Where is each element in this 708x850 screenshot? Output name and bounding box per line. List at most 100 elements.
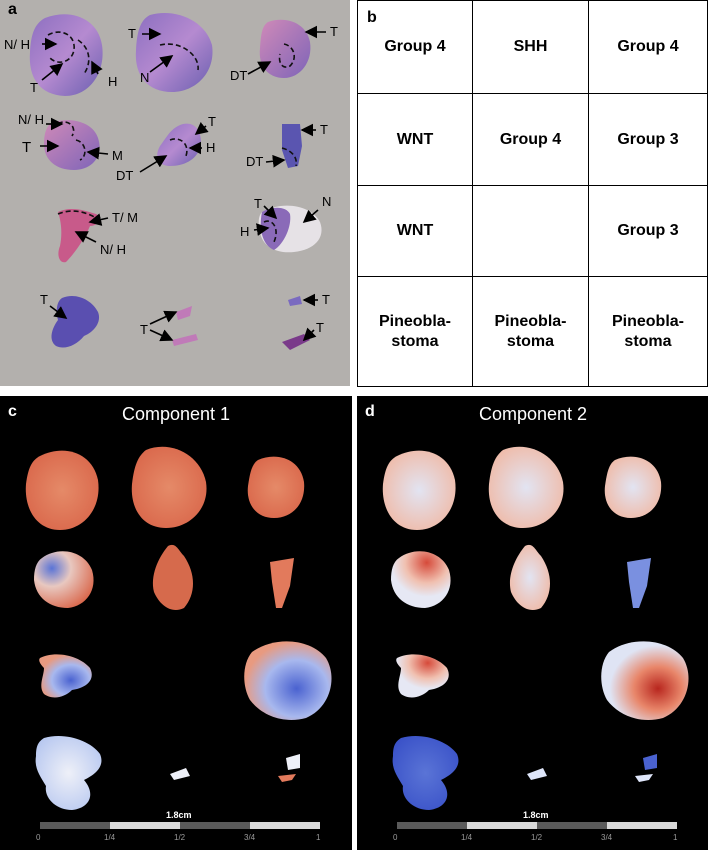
tissue-r2-c2 <box>509 544 550 611</box>
dashed-region <box>263 220 277 243</box>
tissue-r4-c2 <box>527 768 547 780</box>
annotation-t: T <box>316 320 324 335</box>
scale-length-label: 1.8cm <box>166 810 192 820</box>
dashed-region <box>75 139 86 161</box>
tissue-r3-c3 <box>244 641 332 720</box>
grid-cell: Group 4 <box>358 1 473 94</box>
scale-tick: 1/4 <box>461 833 473 842</box>
annotation-n: N <box>140 70 149 85</box>
section-r2-c2 <box>157 123 201 166</box>
tissue-r4-c2 <box>170 768 190 780</box>
panel-a-histology: a <box>0 0 350 386</box>
scale-tick: 3/4 <box>601 833 613 842</box>
scale-tick: 1 <box>673 833 678 842</box>
scale-bar: 0 1/4 1/2 3/4 1 1.8cm <box>36 810 321 842</box>
tissue-r3-c3 <box>601 641 689 720</box>
panel-label-d: d <box>365 403 375 420</box>
panel-d-component-2: 0 1/4 1/2 3/4 1 1.8cm Component 2 d <box>357 396 708 850</box>
annotation-nh: N/ H <box>100 242 126 257</box>
annotation-dt: DT <box>116 168 133 183</box>
section-r1-c3 <box>259 19 311 78</box>
annotation-dt: DT <box>246 154 263 169</box>
dashed-region <box>47 31 75 63</box>
annotation-n: N <box>322 194 331 209</box>
tissue-r1-c1 <box>25 450 99 530</box>
grid-cell: SHH <box>473 1 589 94</box>
tissue-r1-c3 <box>247 456 305 518</box>
section-r4-c2b <box>172 334 198 346</box>
annotation-m: M <box>112 148 123 163</box>
component-1-map: 0 1/4 1/2 3/4 1 1.8cm <box>25 446 332 842</box>
tissue-r2-c2 <box>152 544 193 611</box>
scale-tick: 1/2 <box>531 833 543 842</box>
histology-sections: N/ H T H T N T DT N/ H T M T H DT T DT T… <box>4 13 338 350</box>
grid-cell <box>473 186 589 277</box>
tissue-r1-c2 <box>488 446 564 528</box>
annotation-t: T <box>320 122 328 137</box>
dashed-region <box>169 138 188 157</box>
section-r4-c1 <box>51 295 100 348</box>
annotation-t: T <box>128 26 136 41</box>
tissue-r4-c3b <box>278 774 296 782</box>
tissue-r4-c3 <box>643 754 657 770</box>
annotation-dt: DT <box>230 68 247 83</box>
tissue-r2-c1 <box>34 551 94 608</box>
tissue-r2-c3 <box>270 558 294 608</box>
grid-cell: Pineobla- stoma <box>473 277 589 386</box>
component-2-map: 0 1/4 1/2 3/4 1 1.8cm <box>382 446 689 842</box>
grid-cell: Group 4 <box>473 94 589 186</box>
subgroup-grid: Group 4 SHH Group 4 WNT Group 4 Group 3 … <box>357 0 708 387</box>
scale-bar: 0 1/4 1/2 3/4 1 1.8cm <box>393 810 678 842</box>
annotation-t: T <box>208 114 216 129</box>
panel-c-component-1: 0 1/4 1/2 3/4 1 1.8cm Component 1 c <box>0 396 352 850</box>
section-r4-c2 <box>176 306 192 320</box>
annotation-h: H <box>206 140 215 155</box>
section-r1-c1 <box>29 14 103 97</box>
grid-cell: Group 3 <box>589 186 707 277</box>
annotation-h: H <box>108 74 117 89</box>
tissue-r1-c1 <box>382 450 456 530</box>
annotation-t: T <box>322 292 330 307</box>
tissue-r4-c3 <box>286 754 300 770</box>
grid-cell: WNT <box>358 94 473 186</box>
annotation-t: T <box>140 322 148 337</box>
section-r4-c3 <box>288 296 302 306</box>
tissue-r3-c1 <box>39 654 92 698</box>
tissue-r3-c1 <box>396 654 449 698</box>
panel-label-c: c <box>8 403 17 420</box>
annotation-nh: N/ H <box>4 37 30 52</box>
scale-tick: 1/4 <box>104 833 116 842</box>
section-r4-c3b <box>282 334 310 350</box>
grid-cell: Group 3 <box>589 94 707 186</box>
grid-cell: Pineobla- stoma <box>611 312 684 350</box>
scale-tick: 0 <box>393 833 398 842</box>
component-title: Component 1 <box>121 404 231 424</box>
scale-length-label: 1.8cm <box>523 810 549 820</box>
grid-cell: WNT <box>358 186 473 277</box>
scale-tick: 0 <box>36 833 41 842</box>
dashed-region <box>281 147 298 167</box>
section-r2-c3 <box>282 124 302 168</box>
scale-tick: 1 <box>316 833 321 842</box>
grid-cell: Group 4 <box>589 1 707 94</box>
component-title: Component 2 <box>478 404 588 424</box>
annotation-t: T <box>254 196 262 211</box>
tissue-r1-c2 <box>131 446 207 528</box>
scale-tick: 1/2 <box>174 833 186 842</box>
annotation-tm: T/ M <box>112 210 138 225</box>
annotation-t: T <box>30 80 38 95</box>
dashed-region <box>278 43 296 68</box>
dashed-region <box>159 43 199 71</box>
annotation-t: T <box>22 139 31 156</box>
tissue-r2-c3 <box>627 558 651 608</box>
tissue-r4-c1 <box>35 735 102 810</box>
annotation-nh: N/ H <box>18 112 44 127</box>
tissue-r1-c3 <box>604 456 662 518</box>
panel-label-a: a <box>8 1 17 18</box>
tissue-r2-c1 <box>391 551 451 608</box>
grid-cell: Pineobla- stoma <box>358 277 473 386</box>
tissue-r4-c1 <box>392 735 459 810</box>
tissue-r4-c3b <box>635 774 653 782</box>
annotation-t: T <box>330 24 338 39</box>
annotation-h: H <box>240 224 249 239</box>
